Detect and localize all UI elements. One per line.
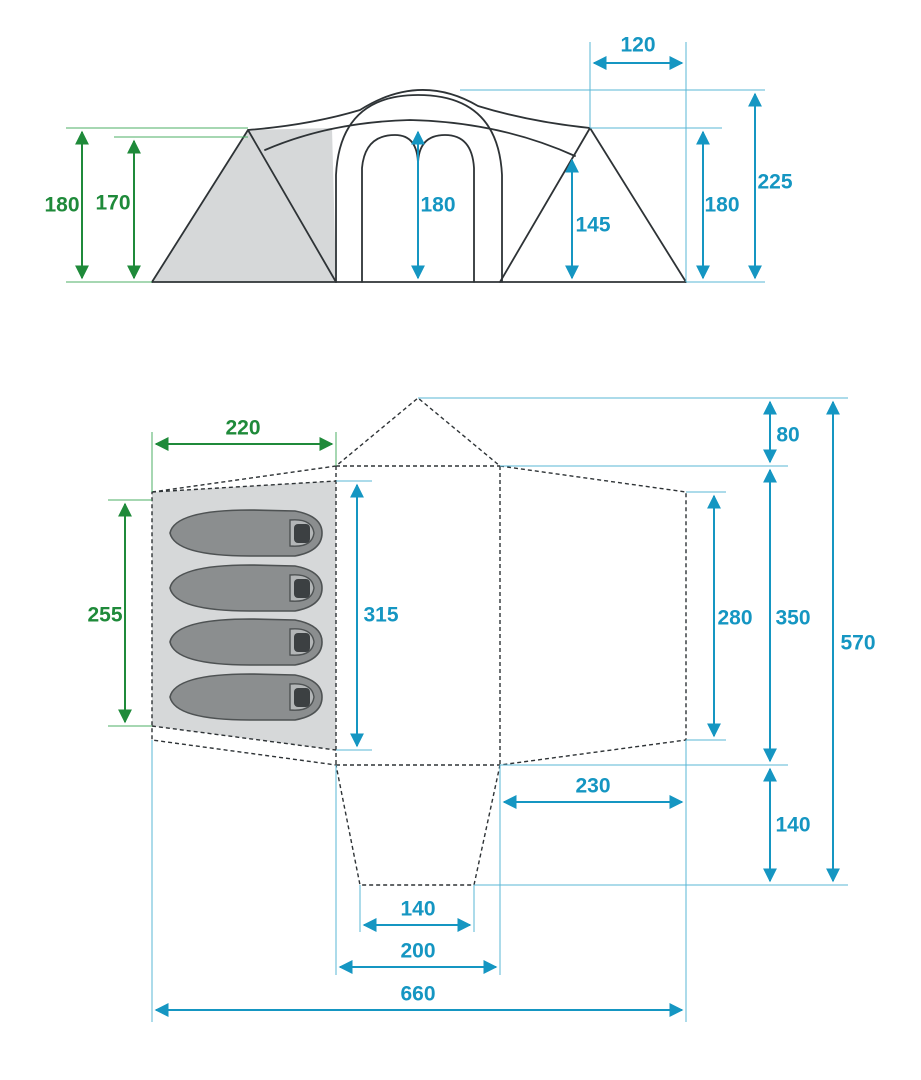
sleeping-bags <box>169 509 323 721</box>
side-right-pole <box>499 127 591 283</box>
side-bedroom-shade <box>152 128 336 282</box>
side-view: 180 170 180 145 180 225 120 <box>44 34 793 283</box>
plan-bedroom-top <box>151 480 337 493</box>
side-center-arch-outer <box>335 94 503 283</box>
label-left-170: 170 <box>95 192 130 215</box>
floor-plan: 220 255 315 280 350 570 80 230 140 140 2… <box>87 397 876 1022</box>
label-center-180: 180 <box>420 194 455 217</box>
label-plan-140-vert: 140 <box>775 814 810 837</box>
label-plan-255: 255 <box>87 604 122 627</box>
sleeping-bag-face <box>294 633 310 652</box>
side-center-arch-inner <box>361 134 419 283</box>
label-plan-570: 570 <box>840 632 875 655</box>
plan-outer-outline <box>151 397 687 886</box>
label-plan-80: 80 <box>776 424 799 447</box>
side-inner-roof <box>264 119 576 157</box>
label-plan-200: 200 <box>400 940 435 963</box>
label-plan-230: 230 <box>575 775 610 798</box>
sleeping-bag <box>169 618 323 666</box>
label-plan-315: 315 <box>363 604 398 627</box>
sleeping-bag-face <box>294 688 310 707</box>
label-left-180: 180 <box>44 194 79 217</box>
label-right-145: 145 <box>575 214 610 237</box>
label-right-180: 180 <box>704 194 739 217</box>
sleeping-bag-face <box>294 579 310 598</box>
label-peak-225: 225 <box>757 171 792 194</box>
sleeping-bag <box>169 564 323 612</box>
label-plan-140-horiz: 140 <box>400 898 435 921</box>
plan-bedroom-bottom <box>151 725 337 751</box>
side-left-pole <box>247 129 337 283</box>
label-plan-280: 280 <box>717 607 752 630</box>
label-plan-220: 220 <box>225 417 260 440</box>
label-top-120: 120 <box>620 34 655 57</box>
sleeping-bag-face <box>294 524 310 543</box>
sleeping-bag <box>169 509 323 557</box>
label-plan-660: 660 <box>400 983 435 1006</box>
sleeping-bag <box>169 673 323 721</box>
side-outer-outline <box>151 89 687 283</box>
label-plan-350: 350 <box>775 607 810 630</box>
